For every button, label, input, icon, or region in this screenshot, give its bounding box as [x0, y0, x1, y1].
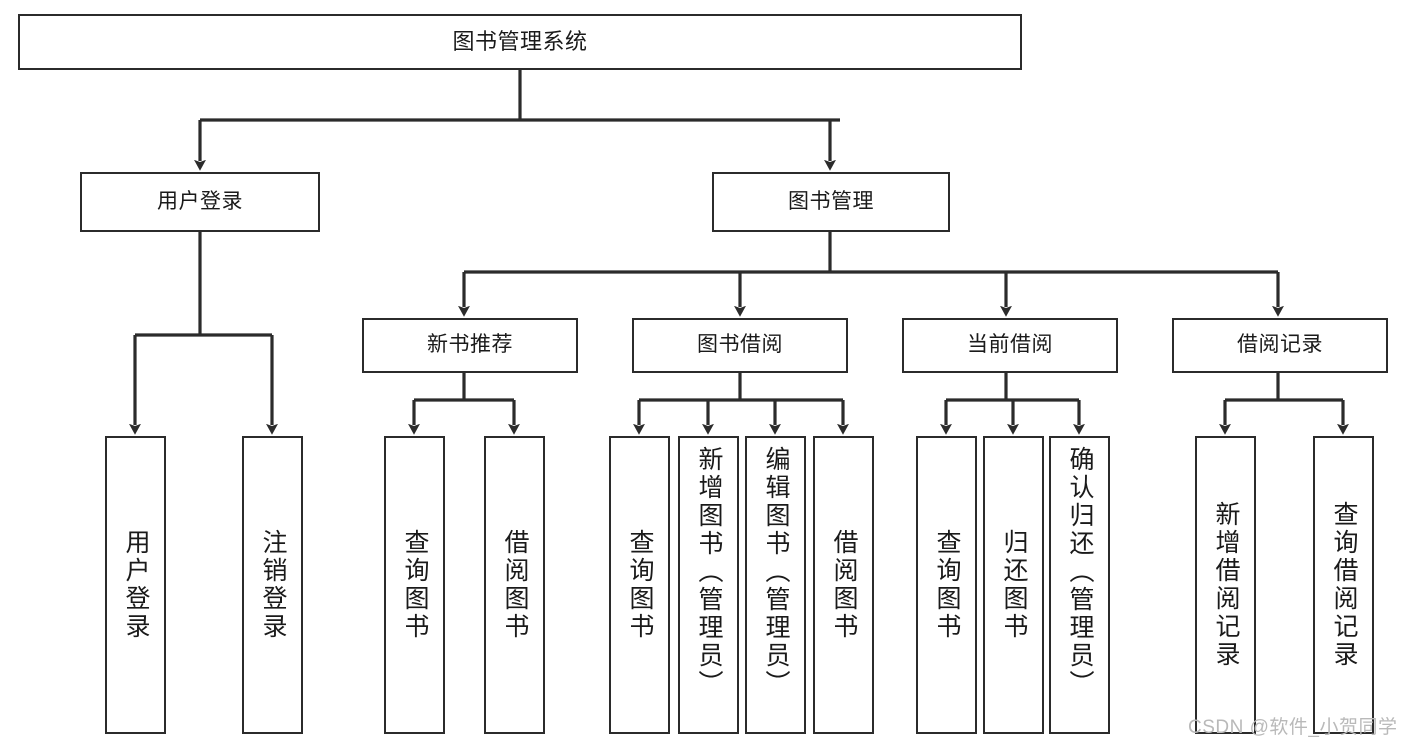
node-label: 新书推荐	[427, 333, 513, 357]
node-label: 查询借阅记录	[1330, 501, 1358, 669]
node-label: 查询图书	[933, 529, 961, 641]
node-root-library-management-system[interactable]: 图书管理系统	[18, 14, 1022, 70]
node-label: 借阅图书	[501, 529, 529, 641]
node-label: 编辑图书（管理员）	[762, 446, 790, 698]
node-label: 新增借阅记录	[1212, 501, 1240, 669]
watermark-text: CSDN @软件_小贺同学	[1188, 717, 1398, 738]
node-label: 图书借阅	[697, 333, 783, 357]
node-borrowing-record[interactable]: 借阅记录	[1172, 318, 1388, 373]
leaf-confirm-return-admin[interactable]: 确认归还（管理员）	[1049, 436, 1110, 734]
node-current-borrowing[interactable]: 当前借阅	[902, 318, 1118, 373]
node-user-login[interactable]: 用户登录	[80, 172, 320, 232]
node-label: 借阅记录	[1237, 333, 1323, 357]
node-label: 新增图书（管理员）	[695, 446, 723, 698]
leaf-edit-book-admin[interactable]: 编辑图书（管理员）	[745, 436, 806, 734]
node-label: 查询图书	[626, 529, 654, 641]
leaf-user-login[interactable]: 用户登录	[105, 436, 166, 734]
node-label: 查询图书	[401, 529, 429, 641]
node-label: 图书管理	[788, 189, 874, 213]
leaf-logout[interactable]: 注销登录	[242, 436, 303, 734]
node-label: 用户登录	[157, 189, 243, 213]
leaf-query-book-a[interactable]: 查询图书	[384, 436, 445, 734]
leaf-borrow-book-b[interactable]: 借阅图书	[813, 436, 874, 734]
leaf-add-book-admin[interactable]: 新增图书（管理员）	[678, 436, 739, 734]
node-label: 归还图书	[1000, 529, 1028, 641]
leaf-query-borrow-record[interactable]: 查询借阅记录	[1313, 436, 1374, 734]
node-label: 确认归还（管理员）	[1066, 446, 1094, 698]
node-label: 借阅图书	[830, 529, 858, 641]
node-label: 当前借阅	[967, 333, 1053, 357]
leaf-return-book[interactable]: 归还图书	[983, 436, 1044, 734]
node-book-borrowing[interactable]: 图书借阅	[632, 318, 848, 373]
node-label: 用户登录	[122, 529, 150, 641]
node-new-book-recommendation[interactable]: 新书推荐	[362, 318, 578, 373]
leaf-query-book-c[interactable]: 查询图书	[916, 436, 977, 734]
leaf-query-book-b[interactable]: 查询图书	[609, 436, 670, 734]
node-label: 图书管理系统	[452, 29, 588, 55]
node-book-management[interactable]: 图书管理	[712, 172, 950, 232]
leaf-borrow-book-a[interactable]: 借阅图书	[484, 436, 545, 734]
leaf-add-borrow-record[interactable]: 新增借阅记录	[1195, 436, 1256, 734]
node-label: 注销登录	[259, 529, 287, 641]
